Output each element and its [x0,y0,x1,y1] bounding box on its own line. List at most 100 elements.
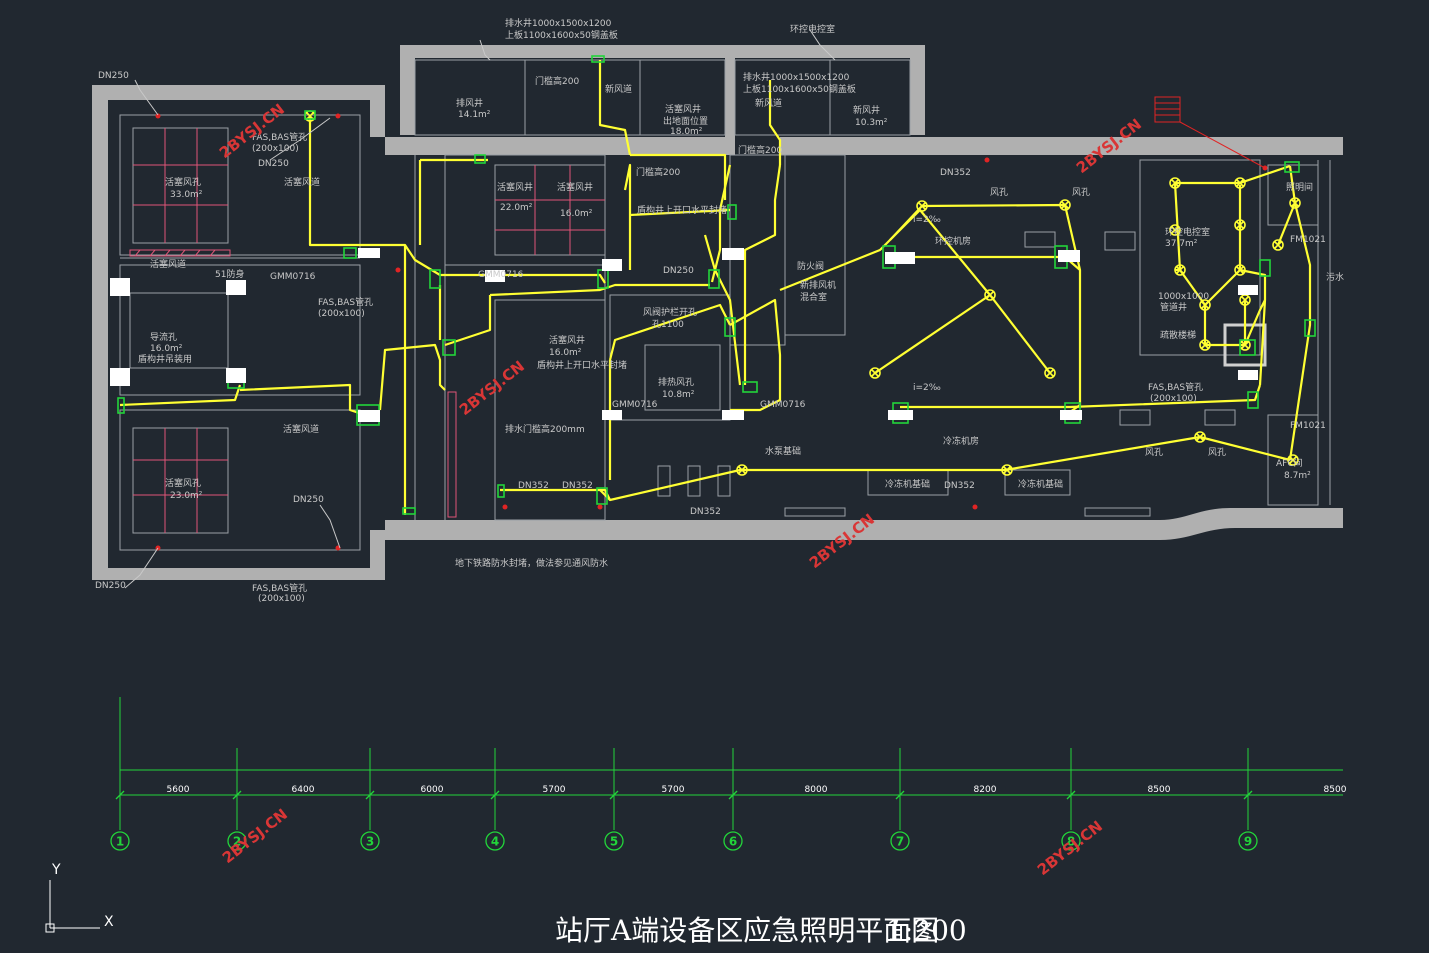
label-env-machine: 环控机房 [935,235,971,247]
label-bottom-note: 地下铁路防水封堵，做法参见通风防水 [455,557,608,569]
label-gmm-a: GMM0716 [270,272,316,282]
label-fas-b-sub: (200x100) [318,309,365,319]
label-right-room2: 照明间 [1286,181,1313,193]
axis-dimension: 6000 [421,785,444,795]
label-dn352-c: DN352 [690,507,721,517]
label-door200c: 门槛高200 [738,144,782,156]
emergency-light-icon [1234,264,1246,276]
ucs-y-label: Y [51,862,61,878]
label-door200: 门槛高200 [535,75,579,87]
label-air-hole-note: 盾构井吊装用 [138,353,192,365]
watermark: 2BYSJ.CN [456,357,528,419]
axis-bubble [604,831,624,851]
axis-bubble [1061,831,1081,851]
label-air-shaft-a-area: 33.0m² [170,190,203,200]
label-new-air2: 新风道 [755,97,782,109]
label-right-shaft-sub: 管道井 [1160,301,1187,313]
label-door200b: 门槛高200 [636,166,680,178]
axis-dimension: 8200 [974,785,997,795]
label-dn250-c: DN250 [293,495,324,505]
label-exhaust1-area: 14.1m² [458,110,491,120]
label-exhaust2-area: 10.3m² [855,118,888,128]
label-fas-d-sub: (200x100) [1150,394,1197,404]
axis-bubble [227,831,247,851]
label-piston-b: 活塞风井 [497,181,533,193]
label-fm-b: FM1021 [1290,421,1326,431]
emergency-light-icon [1194,431,1206,443]
label-door51: 51防身 [215,268,244,280]
axis-label: 3 [366,835,374,849]
emergency-light-icon [984,289,996,301]
label-right-room-area: 37.7m² [1165,239,1198,249]
axis-label: 5 [610,835,618,849]
axis-label: 2 [233,835,241,849]
label-fas-c: FAS,BAS管孔 [252,582,307,594]
ucs-x-label: X [104,914,114,930]
label-dn250-a: DN250 [98,71,129,81]
emergency-light-icon [1044,367,1056,379]
label-right-room3-area: 8.7m² [1284,471,1311,481]
drawing-scale: 1:200 [886,914,967,947]
axis-dimension: 5700 [543,785,566,795]
label-piston-b-area: 22.0m² [500,203,533,213]
label-piston-shaft-area: 18.0m² [670,127,703,137]
label-air-shaft-a: 活塞风孔 [165,176,201,188]
label-exhaust3: 排热风孔 [658,376,694,388]
label-combined-sub: 混合室 [800,291,827,303]
label-air-hole-area: 16.0m² [150,344,183,354]
axis-dimension: 5600 [167,785,190,795]
label-exhaust2: 新风井 [853,104,880,116]
label-pump-base: 水泵基础 [765,445,801,457]
axis-dimension: 5700 [662,785,685,795]
emergency-light-icon [1059,199,1071,211]
label-dn352-d: DN352 [944,481,975,491]
label-slope-b: i=2‰ [913,383,941,393]
axis-label: 9 [1244,835,1252,849]
label-chiller-base-a: 冷冻机基础 [885,478,930,490]
label-piston-b-area2: 16.0m² [560,209,593,219]
axis-bubble [723,831,743,851]
label-vent2: 活塞风道 [150,258,186,270]
label-dn352-b: DN352 [562,481,593,491]
emergency-light-icon [736,464,748,476]
exit-signs [110,248,1258,422]
label-fas-d: FAS,BAS管孔 [1148,381,1203,393]
drain-point-icon [502,504,508,510]
drain-point-icon [155,113,161,119]
label-ramp-note2: 盾构井上开口水平封堵 [537,359,627,371]
drain-point-icon [984,157,990,163]
label-vent3: 活塞风道 [283,423,319,435]
label-vent1: 活塞风道 [284,176,320,188]
label-exhaust3-area: 10.8m² [662,390,695,400]
axis-bubble [360,831,380,851]
label-dn352-e: DN352 [940,168,971,178]
watermark: 2BYSJ.CN [806,510,878,572]
watermark: 2BYSJ.CN [1034,817,1106,879]
label-gmm-b: GMM0716 [478,270,524,280]
label-air-hole: 导流孔 [150,331,177,343]
label-right-room3: AFC间 [1276,457,1303,469]
axis-label: 7 [896,835,904,849]
label-fire-damper: 风阀护栏开孔 [643,306,697,318]
label-combined: 新排风机 [800,279,836,291]
label-fas-a: FAS,BAS管孔 [252,131,307,143]
axis-label: 6 [729,835,737,849]
emergency-light-icon [1234,177,1246,189]
axis-bubble [1238,831,1258,851]
wall-outline [92,45,1343,580]
drain-point-icon [335,113,341,119]
label-fire-valve: 防火阀 [797,260,824,272]
leader-lines [124,29,836,589]
emergency-light-icon [1287,454,1299,466]
axis-bubble [890,831,910,851]
red-stair-symbol [1154,96,1266,169]
fire-barrier [129,249,457,518]
label-top-shaft-sub: 上板1100x1600x50钢盖板 [505,29,618,41]
emergency-light-icon [1234,219,1246,231]
label-top-shaft: 排水井1000x1500x1200 [505,17,612,29]
label-dn250-e: DN250 [663,266,694,276]
emergency-light-fixtures [304,110,1301,476]
room-labels: 排水井1000x1500x1200 上板1100x1600x50钢盖板 环控电控… [95,17,1344,604]
